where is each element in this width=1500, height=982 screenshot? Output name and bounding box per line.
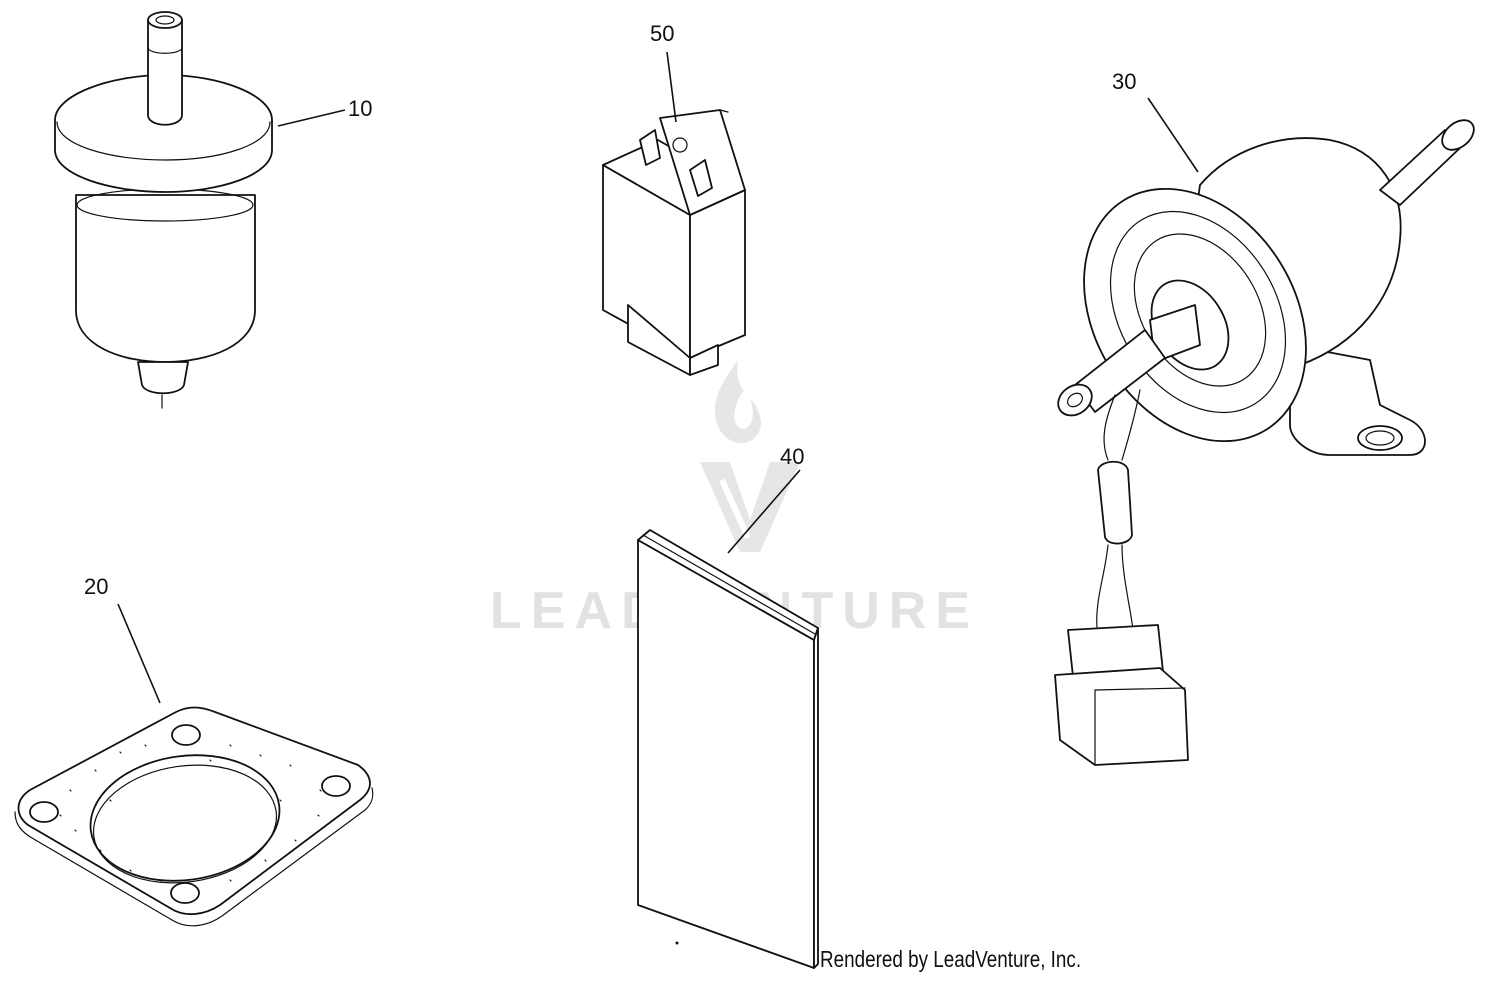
stray-dot (675, 941, 679, 945)
part-relay (602, 109, 746, 376)
callout-30: 30 (1112, 69, 1136, 94)
leader-50 (666, 51, 677, 123)
callout-40: 40 (780, 444, 804, 469)
part-gasket (14, 706, 374, 927)
leader-20 (117, 603, 161, 704)
callout-50: 50 (650, 21, 674, 46)
part-fuel-pump (1054, 119, 1475, 766)
part-booklet (637, 529, 819, 969)
part-fuel-filter (54, 11, 273, 409)
callout-20: 20 (84, 574, 108, 599)
leader-30 (1147, 97, 1199, 173)
render-credit: Rendered by LeadVenture, Inc. (820, 946, 1082, 972)
callout-10: 10 (348, 96, 372, 121)
watermark-logo (700, 360, 800, 552)
leader-40 (727, 469, 801, 554)
leader-10 (277, 109, 346, 127)
